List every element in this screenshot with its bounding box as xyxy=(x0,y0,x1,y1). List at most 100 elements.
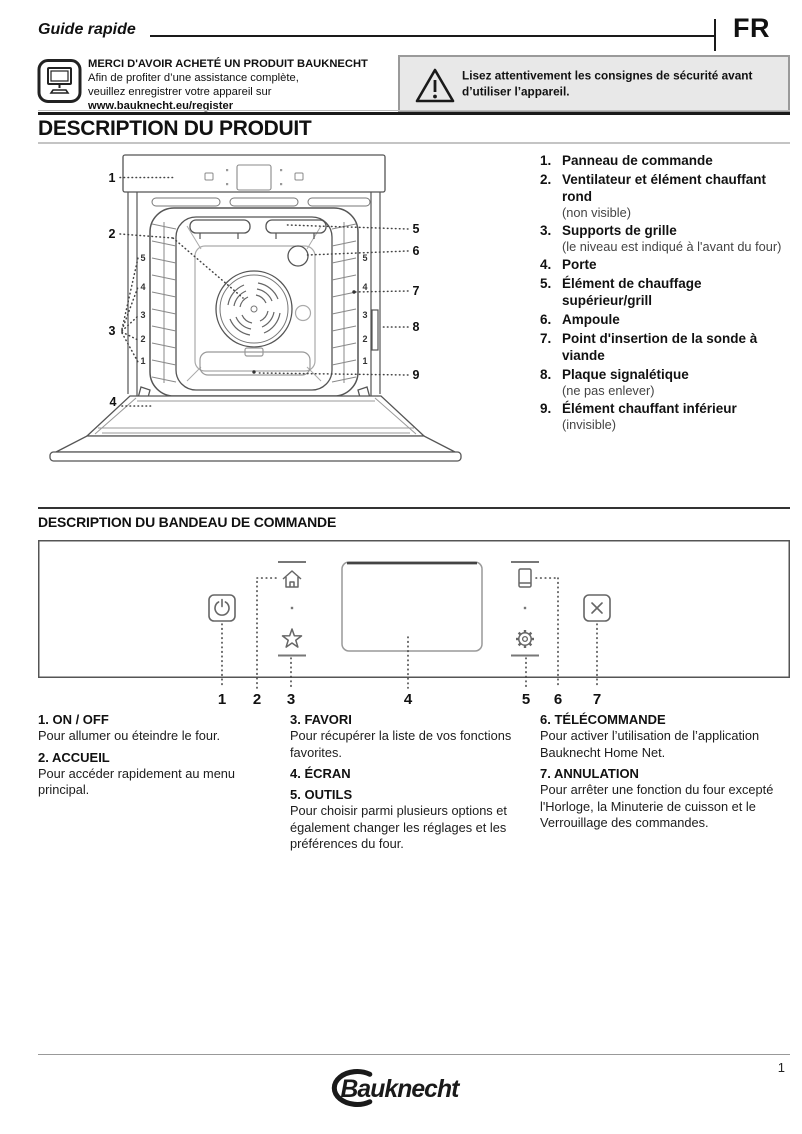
oven-control-panel xyxy=(122,154,386,193)
list-item: 2.Ventilateur et élément chauffant rond(… xyxy=(540,172,767,220)
list-item: 9.Élément chauffant inférieur(invisible) xyxy=(540,401,737,432)
oven-cavity-frame xyxy=(149,207,359,397)
shelf-rails-right xyxy=(331,222,357,383)
warning-triangle-icon xyxy=(415,68,455,103)
panel-callout-leaders xyxy=(221,577,598,689)
svg-text:5: 5 xyxy=(413,222,420,236)
legend-column-3: 6. TÉLÉCOMMANDE Pour activer l’utilisati… xyxy=(540,712,792,832)
svg-text:4: 4 xyxy=(362,282,367,292)
list-item: 7.Point d'insertion de la sonde à viande xyxy=(540,331,758,363)
power-icon xyxy=(208,594,236,622)
register-line1: Afin de profiter d’une assistance complè… xyxy=(88,72,299,84)
list-item: 4.Porte xyxy=(540,257,597,272)
panel-outline xyxy=(38,540,790,678)
title-underline xyxy=(38,142,790,144)
leader-dot-7 xyxy=(352,290,356,294)
legend-title: 7. ANNULATION xyxy=(540,766,639,781)
footer-rule xyxy=(38,1054,790,1055)
diagram-callouts: 1 2 3 4 5 6 7 8 9 xyxy=(109,171,420,409)
legend-title: 4. ÉCRAN xyxy=(290,766,351,781)
language-code: FR xyxy=(733,13,770,43)
svg-text:7: 7 xyxy=(413,284,420,298)
callout-leaders xyxy=(119,176,409,407)
legend-column-2: 3. FAVORI Pour récupérer la liste de vos… xyxy=(290,712,532,853)
cancel-x-icon xyxy=(583,594,611,622)
svg-text:1: 1 xyxy=(109,171,116,185)
legend-desc: Pour activer l’utilisation de l’applicat… xyxy=(540,728,760,760)
oven-cavity xyxy=(175,216,333,391)
product-parts-list: 1.Panneau de commande 2.Ventilateur et é… xyxy=(540,152,792,434)
svg-text:2: 2 xyxy=(253,691,261,708)
svg-text:1: 1 xyxy=(218,691,226,708)
svg-text:1: 1 xyxy=(140,356,145,366)
page-number: 1 xyxy=(777,1060,785,1075)
svg-text:2: 2 xyxy=(140,334,145,344)
control-panel-diagram: 1 2 3 4 5 6 7 xyxy=(38,540,790,708)
section-rule-thick xyxy=(38,112,790,115)
svg-text:2: 2 xyxy=(109,227,116,241)
register-computer-icon xyxy=(37,59,82,103)
svg-text:1: 1 xyxy=(362,356,367,366)
svg-text:6: 6 xyxy=(554,691,562,708)
register-block: MERCI D'AVOIR ACHETÉ UN PRODUIT BAUKNECH… xyxy=(88,57,388,113)
list-item: 6.Ampoule xyxy=(540,312,620,327)
bauknecht-logo: Bauknecht xyxy=(331,1069,462,1107)
svg-text:4: 4 xyxy=(140,282,145,292)
safety-warning-box: Lisez attentivement les consignes de séc… xyxy=(398,55,790,112)
legend-column-1: 1. ON / OFF Pour allumer ou éteindre le … xyxy=(38,712,286,799)
favorite-star-icon xyxy=(281,628,303,648)
svg-text:8: 8 xyxy=(413,320,420,334)
header-divider xyxy=(714,19,716,51)
rating-plate xyxy=(371,309,379,351)
header-rule xyxy=(150,35,714,37)
svg-text:3: 3 xyxy=(287,691,295,708)
section-rule-thin xyxy=(38,110,790,111)
register-url: www.bauknecht.eu/register xyxy=(88,100,234,112)
top-heating-element xyxy=(189,219,327,239)
doc-title: Guide rapide xyxy=(38,21,136,38)
list-item: 8.Plaque signalétique(ne pas enlever) xyxy=(540,367,689,398)
legend-title: 5. OUTILS xyxy=(290,787,353,802)
warning-text: Lisez attentivement les consignes de séc… xyxy=(462,67,753,99)
svg-text:4: 4 xyxy=(404,691,413,708)
legend-desc: Pour arrêter une fonction du four except… xyxy=(540,782,774,830)
legend-desc: Pour allumer ou éteindre le four. xyxy=(38,728,221,743)
legend-desc: Pour accéder rapidement au menu principa… xyxy=(38,765,236,798)
home-icon xyxy=(282,570,302,588)
remote-phone-icon xyxy=(518,568,532,588)
leader-dot-9 xyxy=(252,370,256,374)
oven-diagram: 5 4 3 2 1 5 4 3 2 1 xyxy=(49,154,462,462)
legend-title: 2. ACCUEIL xyxy=(38,749,110,765)
svg-text:3: 3 xyxy=(109,324,116,338)
panel-callouts: 1 2 3 4 5 6 7 xyxy=(218,691,601,708)
probe-insertion-point xyxy=(294,304,312,322)
register-line2: veuillez enregistrer votre appareil sur xyxy=(88,86,272,98)
list-item: 5.Élément de chauffage supérieur/grill xyxy=(540,276,702,308)
svg-text:5: 5 xyxy=(140,253,145,263)
legend-desc: Pour récupérer la liste de vos fonctions… xyxy=(290,728,512,760)
oven-lamp xyxy=(287,245,309,267)
product-section-title: DESCRIPTION DU PRODUIT xyxy=(38,117,312,140)
legend-title: 1. ON / OFF xyxy=(38,712,109,727)
svg-text:3: 3 xyxy=(362,310,367,320)
svg-text:2: 2 xyxy=(362,334,367,344)
rack-level-numbers-right: 5 4 3 2 1 xyxy=(362,253,367,366)
shelf-rails-left xyxy=(151,222,177,383)
svg-text:5: 5 xyxy=(522,691,530,708)
legend-title: 3. FAVORI xyxy=(290,712,352,727)
legend-title: 6. TÉLÉCOMMANDE xyxy=(540,712,666,727)
svg-text:4: 4 xyxy=(110,395,117,409)
oven-door xyxy=(49,395,462,462)
panel-section-title: DESCRIPTION DU BANDEAU DE COMMANDE xyxy=(38,514,337,530)
svg-text:Bauknecht: Bauknecht xyxy=(341,1076,462,1103)
svg-text:9: 9 xyxy=(413,368,420,382)
fan xyxy=(215,270,293,348)
svg-text:5: 5 xyxy=(362,253,367,263)
svg-text:3: 3 xyxy=(140,310,145,320)
oven-display xyxy=(236,164,272,191)
panel-section-rule xyxy=(38,507,790,509)
legend-desc: Pour choisir parmi plusieurs options et … xyxy=(290,803,507,851)
settings-gear-icon xyxy=(516,630,534,648)
rack-level-numbers-left: 5 4 3 2 1 xyxy=(140,253,145,366)
